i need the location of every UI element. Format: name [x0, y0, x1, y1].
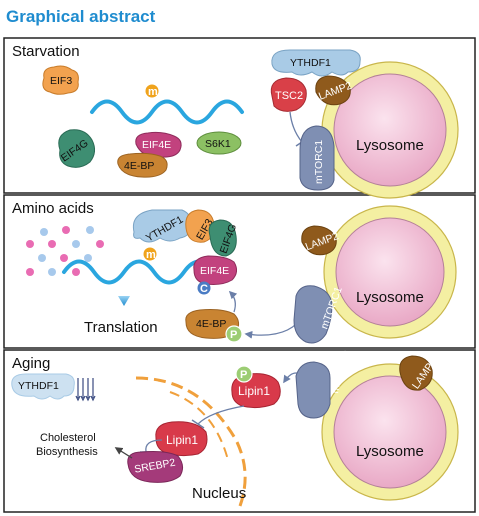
lysosome-aging [333, 375, 447, 489]
4ebp-label: 4E-BP [124, 160, 154, 172]
phospho-badge-amino [225, 325, 243, 343]
phospho-badge-aging [235, 365, 253, 383]
eif4g-protein-amino [208, 219, 237, 257]
lipin1-inhibits-srebp2 [145, 439, 163, 453]
inhibition-bar-aging [191, 419, 205, 429]
cap-badge [197, 281, 211, 295]
s6k1-protein [196, 131, 242, 155]
mtorc1-protein-aging [295, 361, 331, 419]
tsc2-label: TSC2 [275, 90, 303, 102]
translation-label: Translation [84, 319, 158, 336]
m6a-label: m [148, 86, 158, 98]
amino-acids-section: Amino acids YTHDF1 EIF3 EIF4G m EIF4E C … [12, 200, 457, 344]
tsc2-protein [270, 77, 307, 112]
nucleus-envelope-inner [169, 391, 229, 461]
ythdf1-protein-starvation [271, 49, 361, 77]
srebp2-to-cholesterol-arrow [114, 447, 133, 459]
graphical-abstract-title: Graphical abstract [6, 7, 156, 26]
lipin1-translocation-inhibit [197, 405, 245, 425]
lysosome-aging-label: Lysosome [356, 443, 424, 460]
cap-label: C [200, 283, 208, 295]
lipin1-label-bottom: Lipin1 [166, 433, 198, 447]
mtorc1-protein-starvation [299, 125, 335, 191]
s6k1-label: S6K1 [205, 138, 231, 150]
mtorc1-label-starvation: mTORC1 [313, 140, 325, 184]
4ebp-protein-amino [185, 309, 240, 339]
eif4g-protein [58, 129, 96, 168]
eif3-protein [42, 65, 79, 95]
cholesterol-label-line1: Cholesterol [40, 432, 96, 444]
starvation-heading: Starvation [12, 43, 80, 60]
ythdf1-label-starvation: YTHDF1 [290, 57, 331, 69]
m6a-label-amino: m [146, 249, 156, 261]
lysosome-amino [335, 217, 445, 327]
translation-arrow [118, 296, 130, 306]
amino-acid-dots [26, 226, 104, 276]
mtorc1-protein-amino [293, 285, 333, 344]
lipin1-label-top: Lipin1 [238, 384, 270, 398]
cholesterol-label-line2: Biosynthesis [36, 446, 98, 458]
4ebp-release-arrow [228, 290, 238, 313]
eif3-label: EIF3 [50, 75, 72, 87]
lysosome-starvation-label: Lysosome [356, 137, 424, 154]
aging-section: Aging YTHDF1 Nucleus Lipin1 P Lipin1 SRE [11, 349, 459, 507]
phospho-label-amino: P [230, 329, 237, 341]
lamp2-protein-starvation [315, 75, 351, 106]
srebp2-protein [127, 451, 184, 483]
starvation-section: Starvation EIF3 m EIF4G EIF4E 4E-BP S6K1… [12, 43, 459, 199]
tsc2-inhibits-mtorc1 [289, 111, 303, 143]
aging-heading: Aging [12, 355, 50, 372]
amino-acids-heading: Amino acids [12, 200, 94, 217]
m6a-badge-amino [143, 247, 157, 261]
lamp2-protein-aging [399, 355, 433, 391]
ythdf1-protein-aging [11, 373, 75, 400]
lysosome-amino-label: Lysosome [356, 289, 424, 306]
lipin1-protein-bottom [155, 421, 208, 457]
nucleus-envelope [135, 376, 247, 507]
eif4e-label-amino: EIF4E [200, 265, 229, 277]
lysosome-starvation [333, 73, 447, 187]
lamp2-protein-amino [301, 225, 337, 256]
mrna-strand [90, 99, 244, 125]
eif4e-label: EIF4E [142, 139, 171, 151]
ythdf1-label-aging: YTHDF1 [18, 380, 59, 392]
m6a-badge [145, 84, 159, 98]
phospho-label-aging: P [240, 369, 247, 381]
decrease-arrows [75, 378, 96, 402]
4ebp-label-amino: 4E-BP [196, 318, 226, 330]
ythdf1-protein-amino [132, 209, 191, 243]
nucleus-label: Nucleus [192, 485, 246, 502]
4ebp-protein [117, 152, 168, 178]
mrna-strand-amino [62, 259, 216, 285]
